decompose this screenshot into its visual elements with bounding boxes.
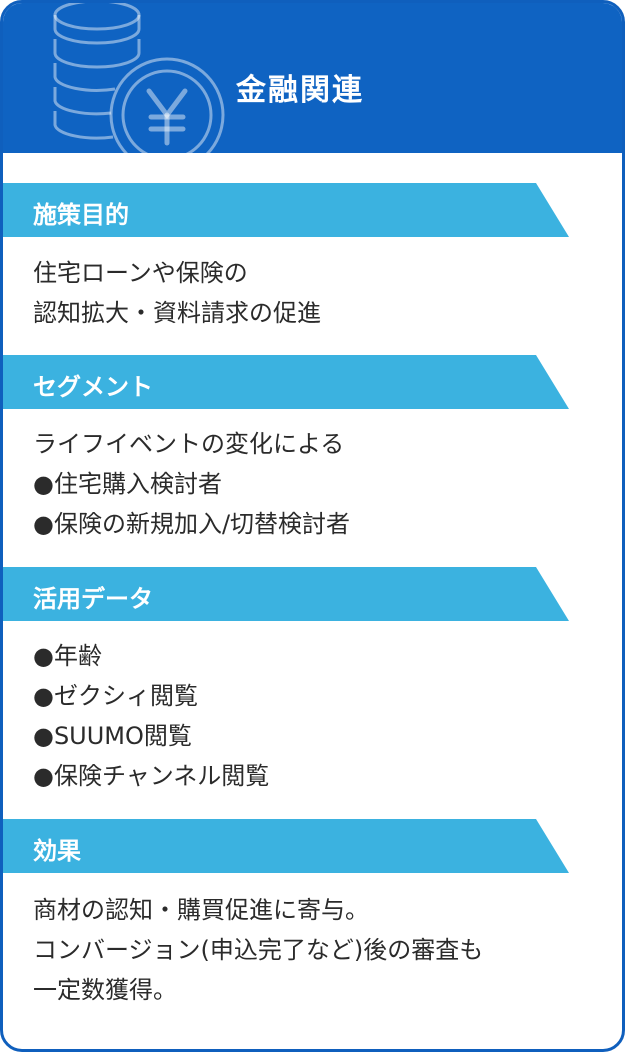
section-label-segment: セグメント xyxy=(3,355,569,409)
body-line: ●住宅購入検討者 xyxy=(33,470,222,498)
body-line: ●SUUMO閲覧 xyxy=(33,722,192,750)
body-line: ライフイベントの変化による xyxy=(33,430,345,458)
body-line: ●ゼクシィ閲覧 xyxy=(33,682,198,710)
card-header: 金融関連 xyxy=(3,3,622,155)
section-body-effect: 商材の認知・購買促進に寄与。 コンバージョン(申込完了など)後の審査も 一定数獲… xyxy=(33,890,603,1010)
section-label-text: 施策目的 xyxy=(33,201,129,229)
card-title: 金融関連 xyxy=(236,73,364,108)
yen-coin-stack-icon xyxy=(53,3,225,155)
body-line: ●年齢 xyxy=(33,642,102,670)
section-body-segment: ライフイベントの変化による ●住宅購入検討者 ●保険の新規加入/切替検討者 xyxy=(33,424,603,544)
body-line: コンバージョン(申込完了など)後の審査も xyxy=(33,936,484,964)
section-label-text: 効果 xyxy=(33,837,81,865)
section-label-text: 活用データ xyxy=(33,585,153,613)
section-body-purpose: 住宅ローンや保険の 認知拡大・資料請求の促進 xyxy=(33,253,603,333)
section-label-purpose: 施策目的 xyxy=(3,183,569,237)
body-line: 住宅ローンや保険の xyxy=(33,259,248,287)
body-line: ●保険の新規加入/切替検討者 xyxy=(33,510,351,538)
section-label-effect: 効果 xyxy=(3,819,569,873)
section-body-data: ●年齢 ●ゼクシィ閲覧 ●SUUMO閲覧 ●保険チャンネル閲覧 xyxy=(33,636,603,796)
body-line: 商材の認知・購買促進に寄与。 xyxy=(33,896,369,924)
section-label-data: 活用データ xyxy=(3,567,569,621)
body-line: 認知拡大・資料請求の促進 xyxy=(33,299,321,327)
body-line: ●保険チャンネル閲覧 xyxy=(33,762,270,790)
body-line: 一定数獲得。 xyxy=(33,976,177,1004)
section-label-text: セグメント xyxy=(33,373,153,401)
